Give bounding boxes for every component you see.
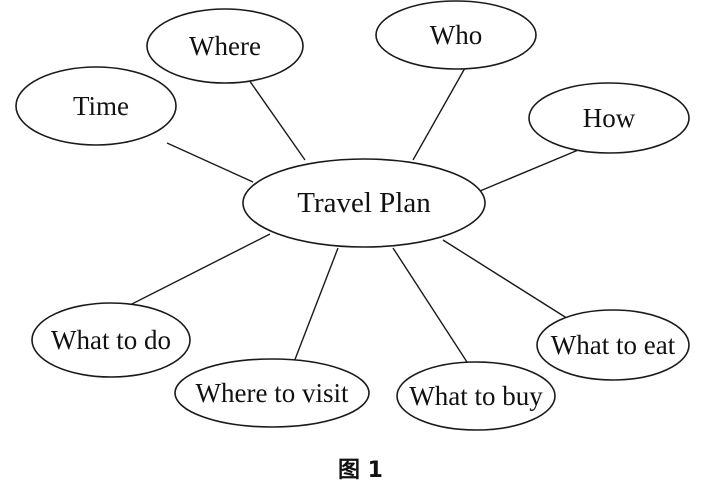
figure-caption: 图 1 xyxy=(338,458,383,483)
node-label: What to buy xyxy=(409,381,543,411)
node-label: Where to visit xyxy=(196,378,349,408)
node-what-to-buy: What to buy xyxy=(396,361,556,431)
node-label: What to eat xyxy=(551,330,676,360)
node-label: How xyxy=(583,103,636,133)
node-where: Where xyxy=(146,8,304,84)
connector-time xyxy=(166,142,254,183)
connector-what-to-eat xyxy=(442,239,574,323)
connector-where-to-visit xyxy=(293,247,339,363)
connector-who xyxy=(412,67,466,161)
node-who: Who xyxy=(375,0,537,70)
node-where-to-visit: Where to visit xyxy=(174,358,370,428)
node-time: Time xyxy=(15,66,177,146)
node-label: Who xyxy=(430,20,482,50)
connector-what-to-buy xyxy=(392,247,468,363)
node-label: Where xyxy=(189,31,261,61)
node-label: Time xyxy=(73,91,129,121)
node-what-to-eat: What to eat xyxy=(536,309,690,381)
center-node-label: Travel Plan xyxy=(297,187,431,219)
node-label: What to do xyxy=(51,325,171,355)
node-how: How xyxy=(528,82,690,154)
center-node: Travel Plan xyxy=(242,158,486,248)
connectors xyxy=(125,67,584,363)
connector-where xyxy=(248,79,306,161)
connector-how xyxy=(479,147,584,192)
node-what-to-do: What to do xyxy=(31,302,191,378)
connector-what-to-do xyxy=(125,233,271,308)
